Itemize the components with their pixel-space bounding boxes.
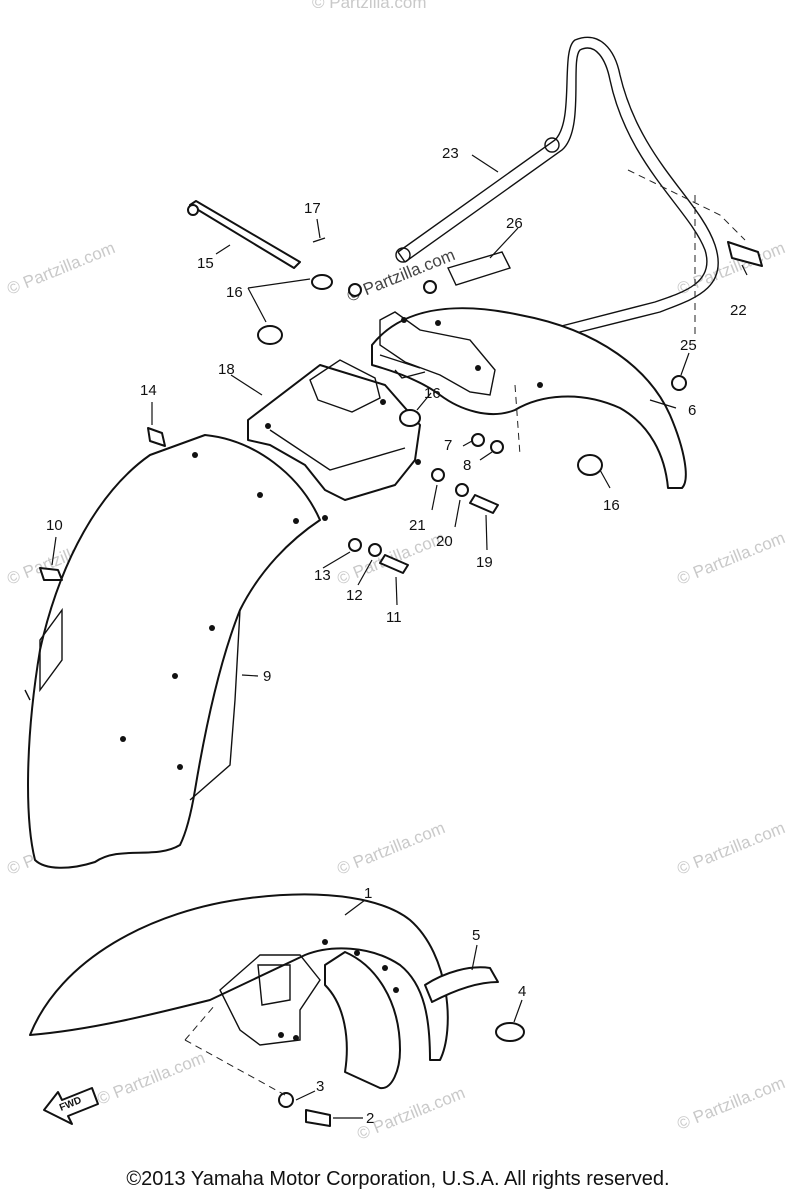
callout-3: 3 (316, 1078, 324, 1095)
callout-7: 7 (444, 437, 452, 454)
callout-20: 20 (436, 533, 453, 550)
nut (423, 280, 437, 294)
forward-arrow-icon: FWD (43, 1087, 99, 1125)
callout-16: 16 (603, 497, 620, 514)
grommet-part-4 (495, 1022, 525, 1042)
callout-5: 5 (472, 927, 480, 944)
callout-2: 2 (366, 1110, 374, 1127)
watermark: © Partzilla.com (674, 818, 787, 879)
collar-part-16a (311, 274, 333, 290)
bolt-part-10 (39, 567, 63, 581)
callout-layer: 23 26 17 15 16 22 25 6 16 18 14 16 7 8 2… (46, 145, 747, 1127)
clip-part-17 (312, 237, 326, 243)
callout-12: 12 (346, 587, 363, 604)
watermark: © Partzilla.com (674, 528, 787, 589)
bolt-part-11 (379, 554, 409, 574)
label-part-26 (447, 251, 511, 286)
washer-part-3 (278, 1092, 294, 1108)
callout-9: 9 (263, 668, 271, 685)
bracket-part-18 (247, 359, 421, 501)
cap-part-25 (671, 375, 687, 391)
washer-part-12 (368, 543, 382, 557)
callout-18: 18 (218, 361, 235, 378)
callout-21: 21 (409, 517, 426, 534)
watermark: © Partzilla.com (312, 0, 427, 12)
washer-part-21 (431, 468, 445, 482)
copyright-notice: ©2013 Yamaha Motor Corporation, U.S.A. A… (126, 1168, 670, 1190)
collar-part-16b (257, 325, 283, 345)
watermark: © Partzilla.com (674, 1073, 787, 1134)
callout-16: 16 (424, 385, 441, 402)
callout-10: 10 (46, 517, 63, 534)
callout-26: 26 (506, 215, 523, 232)
callout-22: 22 (730, 302, 747, 319)
rear-fender-frame-part-6 (371, 307, 687, 489)
callout-23: 23 (442, 145, 459, 162)
bolt-part-22 (727, 241, 763, 267)
front-fender-part-1 (29, 893, 449, 1090)
nut-part-7 (471, 433, 485, 447)
callout-25: 25 (680, 337, 697, 354)
washer-part-13 (348, 538, 362, 552)
assembly-guide-lines (184, 169, 746, 1096)
bolt-part-14 (147, 427, 166, 447)
bolt-part-2 (305, 1109, 331, 1127)
callout-4: 4 (518, 983, 526, 1000)
callout-11: 11 (386, 609, 402, 626)
callout-14: 14 (140, 382, 157, 399)
callout-16: 16 (226, 284, 243, 301)
washer-part-8 (490, 440, 504, 454)
callout-13: 13 (314, 567, 331, 584)
leader-lines (51, 154, 748, 1119)
callout-17: 17 (304, 200, 321, 217)
callout-15: 15 (197, 255, 214, 272)
grab-bar-part-23 (395, 36, 719, 344)
collar-part-16d (577, 454, 603, 476)
collar-part-16c (399, 409, 421, 427)
washer (348, 283, 362, 297)
axle-part-15 (189, 200, 301, 269)
hardware-layer (39, 200, 763, 1127)
watermark: © Partzilla.com (4, 238, 117, 299)
washer-part-20 (455, 483, 469, 497)
callout-8: 8 (463, 457, 471, 474)
reflector-part-5 (424, 966, 499, 1003)
bolt-part-19 (469, 494, 499, 514)
watermark: © Partzilla.com (344, 245, 457, 306)
rear-fender-part-9 (24, 434, 328, 869)
watermark: © Partzilla.com (334, 818, 447, 879)
watermark: © Partzilla.com (94, 1048, 207, 1109)
axle-head (187, 204, 199, 216)
callout-1: 1 (364, 885, 372, 902)
callout-19: 19 (476, 554, 493, 571)
callout-6: 6 (688, 402, 696, 419)
